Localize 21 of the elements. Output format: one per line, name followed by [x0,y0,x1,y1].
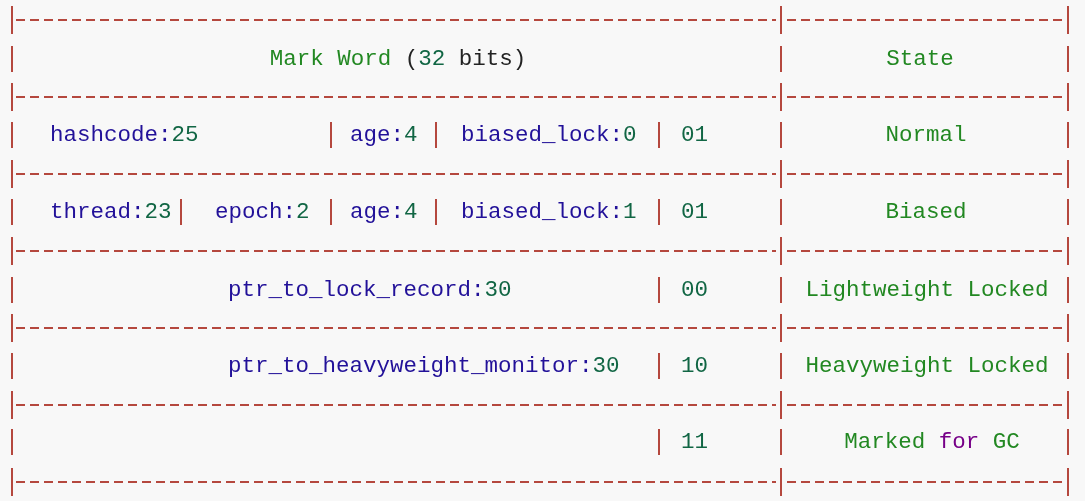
lock-bits: 01 [681,198,708,226]
bit-field: thread:23 [50,198,172,226]
bit-field: age:4 [350,121,418,149]
bit-field: ptr_to_lock_record:30 [228,276,512,304]
bit-field: biased_lock:1 [461,198,637,226]
bit-field: epoch:2 [215,198,310,226]
state-label: Marked for GC [844,428,1020,456]
lock-bits: 11 [681,428,708,456]
state-label: Biased [885,198,967,226]
bit-field: ptr_to_heavyweight_monitor:30 [228,352,620,380]
lock-bits: 00 [681,276,708,304]
state-label: Heavyweight Locked [805,352,1049,380]
state-label: Lightweight Locked [805,276,1049,304]
lock-bits: 01 [681,121,708,149]
bit-field: age:4 [350,198,418,226]
state-label: Normal [885,121,967,149]
lock-bits: 10 [681,352,708,380]
table-heading: State [886,45,954,73]
bit-field: biased_lock:0 [461,121,637,149]
table-heading: Mark Word (32 bits) [269,45,527,73]
bit-field: hashcode:25 [50,121,199,149]
